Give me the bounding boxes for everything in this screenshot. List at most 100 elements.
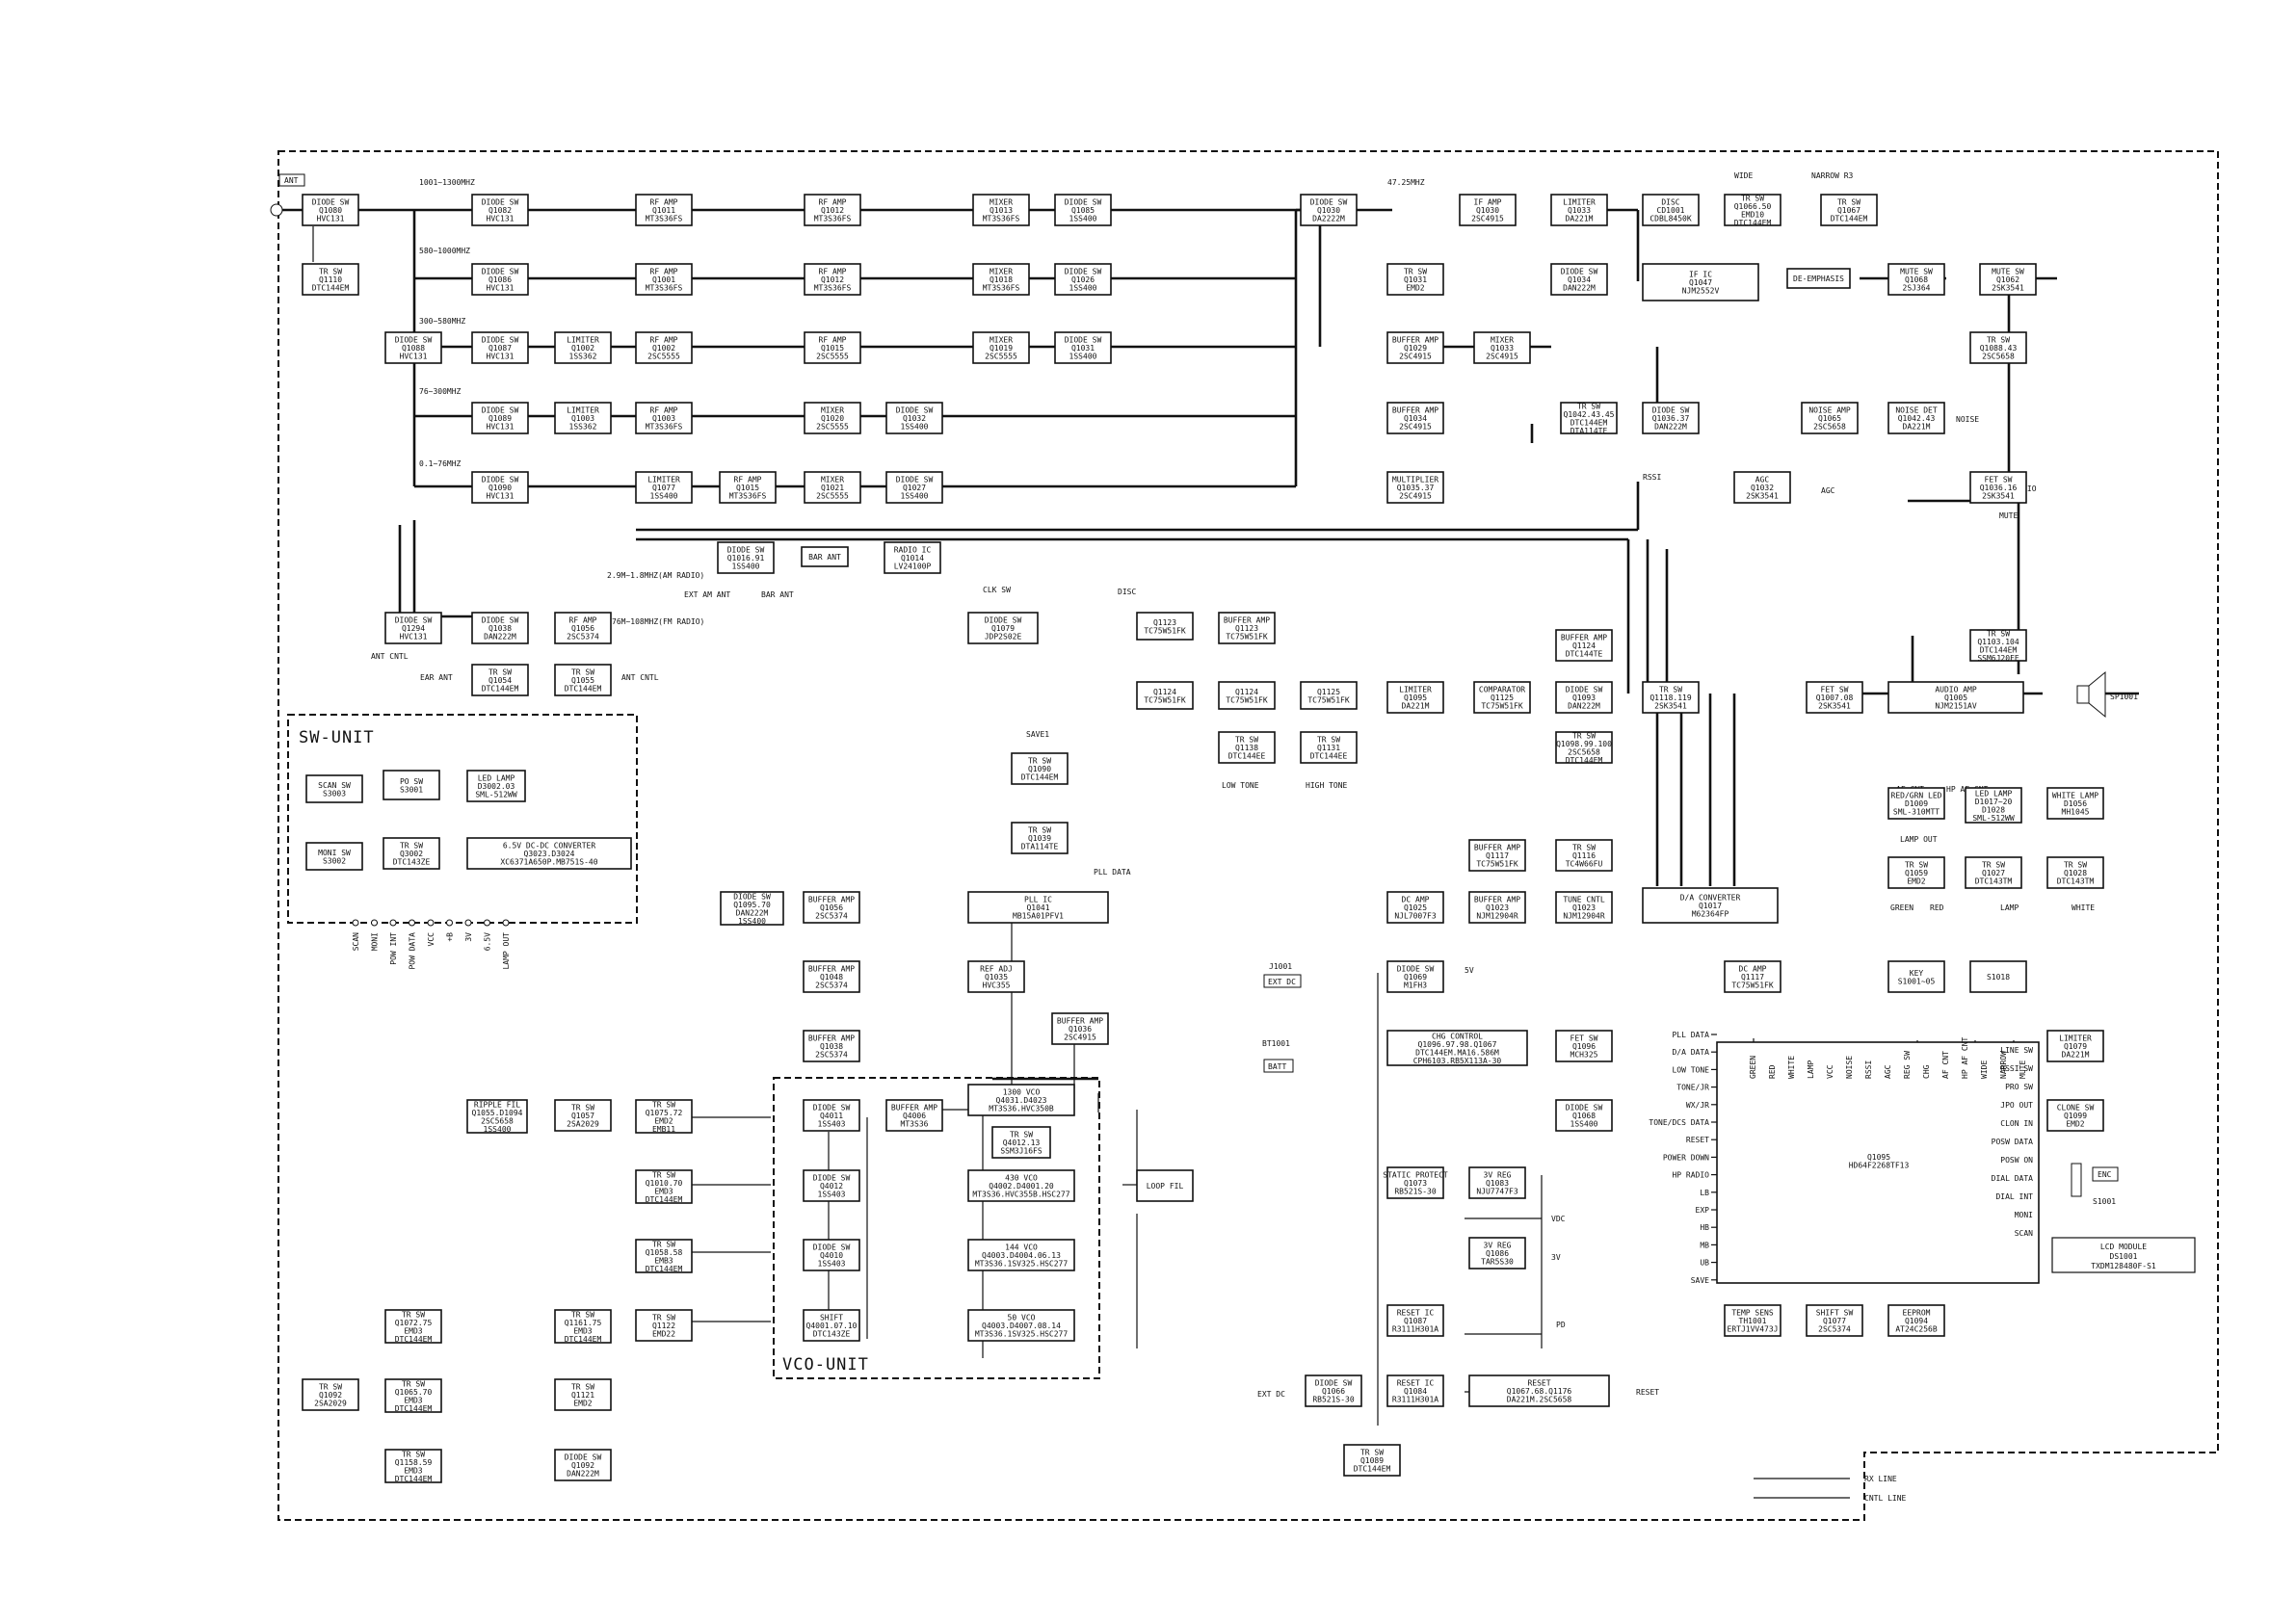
- tr-sw-q1042-box: [1560, 402, 1618, 434]
- mute-sw-q1068-line-1: Q1068: [1905, 275, 1928, 284]
- po-sw-line-1: S3001: [400, 785, 423, 794]
- diode-sw-q1088-box: [384, 331, 442, 364]
- rf-amp-q1012b-box: [804, 263, 861, 296]
- rf-amp-q1003-line-2: MT3S36FS: [646, 423, 683, 432]
- tune-cntl-q1023-box: [1555, 891, 1613, 924]
- vco-144-line-2: MT3S36.1SV325.HSC277: [975, 1260, 1069, 1269]
- ext-dc-box: [1263, 974, 1302, 988]
- sw-pin-label: 6.5V: [484, 932, 492, 951]
- tr-sw-q4012-line-2: SSM3J16FS: [1000, 1147, 1042, 1156]
- diode-sw-q1038-line-2: DAN222M: [484, 633, 516, 641]
- limiter-q1095-line-2: DA221M: [1402, 702, 1430, 711]
- tr-sw-q1055-line-0: TR SW: [571, 668, 594, 677]
- mcu-pin-label: MB: [1700, 1241, 1709, 1249]
- tr-sw-q1158-line-2: EMD3: [404, 1466, 422, 1475]
- buffer-amp-q1117-line-0: BUFFER AMP: [1474, 844, 1520, 852]
- radio-ic-q1014-line-2: LV24100P: [894, 563, 932, 571]
- rf-amp-q1002-line-0: RF AMP: [650, 336, 678, 345]
- mixer-q1018-line-0: MIXER: [990, 268, 1013, 276]
- tr-sw-q1057-line-2: 2SA2029: [567, 1120, 599, 1129]
- diode-sw-q1086-line-1: Q1086: [488, 275, 512, 284]
- tr-sw-q1131-line-1: Q1131: [1317, 744, 1340, 752]
- buffer-amp-q1038-line-2: 2SC5374: [815, 1051, 848, 1060]
- tr-sw-q1098-line-2: 2SC5658: [1568, 747, 1600, 756]
- ref-adj-q1035-line-0: REF ADJ: [980, 965, 1013, 974]
- limiter-q1003-line-2: 1SS362: [569, 423, 597, 432]
- buffer-amp-q1123-line-1: Q1123: [1235, 624, 1258, 633]
- encoder-shaft: [2071, 1163, 2082, 1197]
- tr-sw-q3002-line-2: DTC143ZE: [393, 858, 431, 867]
- mcu-pin-label: HP AF CNT: [1961, 1036, 1969, 1079]
- rf-amp-q1002-line-2: 2SC5555: [647, 353, 680, 361]
- loop-fil-line-0: LOOP FIL: [1147, 1182, 1184, 1191]
- tr-sw-q1028-line-2: DTC143TM: [2057, 877, 2095, 886]
- diode-sw-q1079-line-0: DIODE SW: [985, 616, 1022, 625]
- buffer-amp-q1023-box: [1468, 891, 1526, 924]
- diode-sw-q1092-line-1: Q1092: [571, 1461, 594, 1470]
- eeprom-q1094-line-2: AT24C256B: [1895, 1325, 1938, 1334]
- tr-sw-q1027-line-0: TR SW: [1982, 861, 2005, 870]
- noise-det-q1042-line-0: NOISE DET: [1895, 406, 1938, 415]
- vco-50: 50 VCOQ4003.D4007.08.14MT3S36.1SV325.HSC…: [967, 1309, 1075, 1342]
- static-protect-line-0: STATIC PROTECT: [1383, 1171, 1448, 1180]
- diode-sw-q1031-box: [1054, 331, 1112, 364]
- vco-430-line-0: 430 VCO: [1005, 1174, 1038, 1183]
- diode-sw-q1079-line-2: JDP2S02E: [985, 633, 1022, 641]
- mixer-q1033-line-0: MIXER: [1491, 336, 1514, 345]
- key-line-1: S1001~05: [1898, 977, 1936, 985]
- noise-det-q1042-box: [1887, 402, 1945, 434]
- tr-sw-q1090-line-1: Q1090: [1028, 765, 1051, 773]
- diode-sw-q1069-line-2: M1FH3: [1404, 982, 1427, 990]
- tr-sw-q1138-line-2: DTC144EE: [1228, 752, 1266, 761]
- if-amp-q1030-box: [1459, 194, 1517, 226]
- multiplier-q1035-line-1: Q1035.37: [1397, 484, 1435, 492]
- chg-control-line-0: CHG CONTROL: [1432, 1032, 1483, 1040]
- buffer-amp-q1048-line-0: BUFFER AMP: [808, 965, 855, 974]
- tr-sw-q1088-line-0: TR SW: [1987, 336, 2010, 345]
- mcu-pin-label: SAVE: [1691, 1276, 1709, 1285]
- buffer-amp-q1117-line-2: TC75W51FK: [1476, 860, 1518, 869]
- tr-sw-q1058-line-1: Q1058.58: [646, 1248, 683, 1257]
- tr-sw-q1158-line-0: TR SW: [402, 1450, 425, 1458]
- tr-sw-q1065-line-1: Q1065.70: [395, 1388, 433, 1397]
- tr-sw-q1092-line-1: Q1092: [319, 1391, 342, 1400]
- tr-sw-q1042-line-0: TR SW: [1577, 402, 1600, 410]
- reset-ic-q1087-line-2: R3111H301A: [1392, 1325, 1438, 1334]
- diode-sw-q1085-line-2: 1SS400: [1069, 215, 1097, 223]
- fet-sw-q1007-line-1: Q1007.08: [1816, 694, 1854, 702]
- rf-amp-q1003-box: [635, 402, 693, 434]
- tr-sw-q1138-line-0: TR SW: [1235, 736, 1258, 745]
- chg-control-box: [1386, 1030, 1528, 1066]
- tr-sw-q1057-line-1: Q1057: [571, 1112, 594, 1120]
- rf-amp-q1002-box: [635, 331, 693, 364]
- temp-sens-line-2: ERTJ1VV473J: [1728, 1325, 1779, 1334]
- diode-sw-q1082-box: [471, 194, 529, 226]
- diode-sw-q1086-box: [471, 263, 529, 296]
- sw-pin-connector: [484, 919, 490, 927]
- diode-sw-q1095-line-0: DIODE SW: [733, 892, 771, 901]
- tr-sw-q1161-line-2: EMD3: [573, 1326, 592, 1335]
- ripple-fil-line-3: 1SS400: [484, 1125, 512, 1134]
- tr-sw-q1138-box: [1218, 731, 1276, 764]
- tr-sw-q1075-line-0: TR SW: [652, 1100, 675, 1109]
- lamp-out-label: LAMP OUT: [1900, 835, 1938, 844]
- tr-sw-q1116-box: [1555, 839, 1613, 872]
